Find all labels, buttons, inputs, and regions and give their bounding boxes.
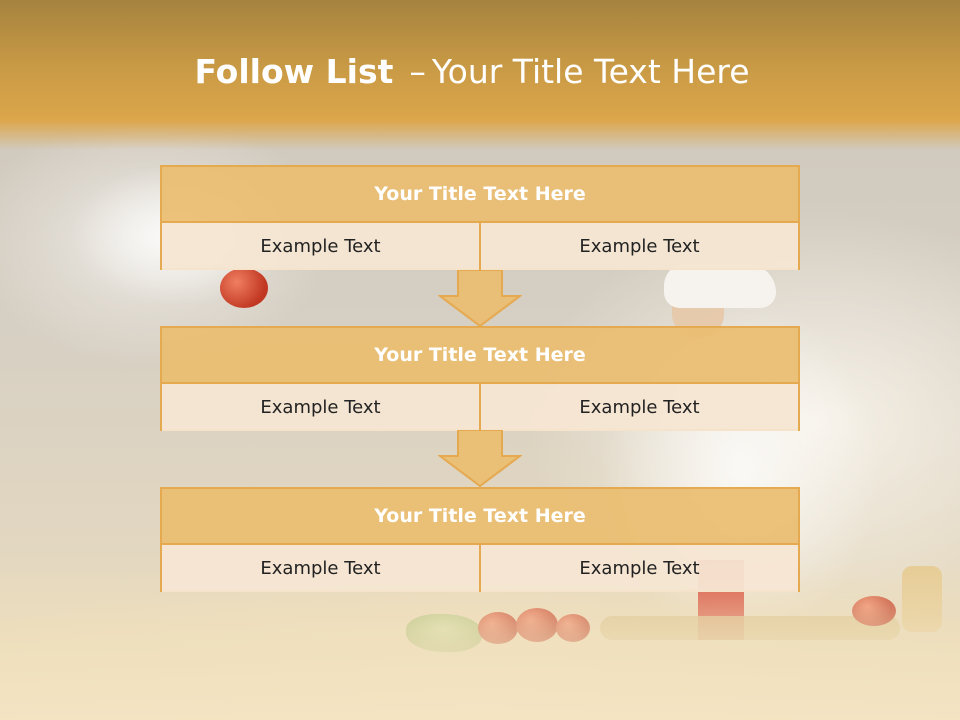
down-arrow-icon (438, 430, 522, 488)
title-dash: – (409, 52, 426, 91)
down-arrow-icon (438, 270, 522, 328)
list-block-1: Your Title Text Here Example Text Exampl… (160, 165, 800, 270)
tomato-image (220, 268, 268, 308)
block-row: Example Text Example Text (162, 223, 798, 270)
block-title: Your Title Text Here (162, 328, 798, 384)
block-row: Example Text Example Text (162, 384, 798, 431)
page-title: Follow List–Your Title Text Here (0, 52, 944, 91)
block-cell-left: Example Text (162, 223, 479, 270)
title-rest: Your Title Text Here (431, 52, 750, 91)
title-bold-part: Follow List (194, 52, 394, 91)
block-cell-left: Example Text (162, 384, 479, 431)
list-block-2: Your Title Text Here Example Text Exampl… (160, 326, 800, 431)
block-cell-right: Example Text (479, 384, 798, 431)
block-cell-right: Example Text (479, 545, 798, 592)
chef-hat-image (664, 264, 776, 308)
title-banner (0, 0, 960, 150)
block-title: Your Title Text Here (162, 167, 798, 223)
block-cell-left: Example Text (162, 545, 479, 592)
block-title: Your Title Text Here (162, 489, 798, 545)
list-block-3: Your Title Text Here Example Text Exampl… (160, 487, 800, 592)
block-row: Example Text Example Text (162, 545, 798, 592)
block-cell-right: Example Text (479, 223, 798, 270)
